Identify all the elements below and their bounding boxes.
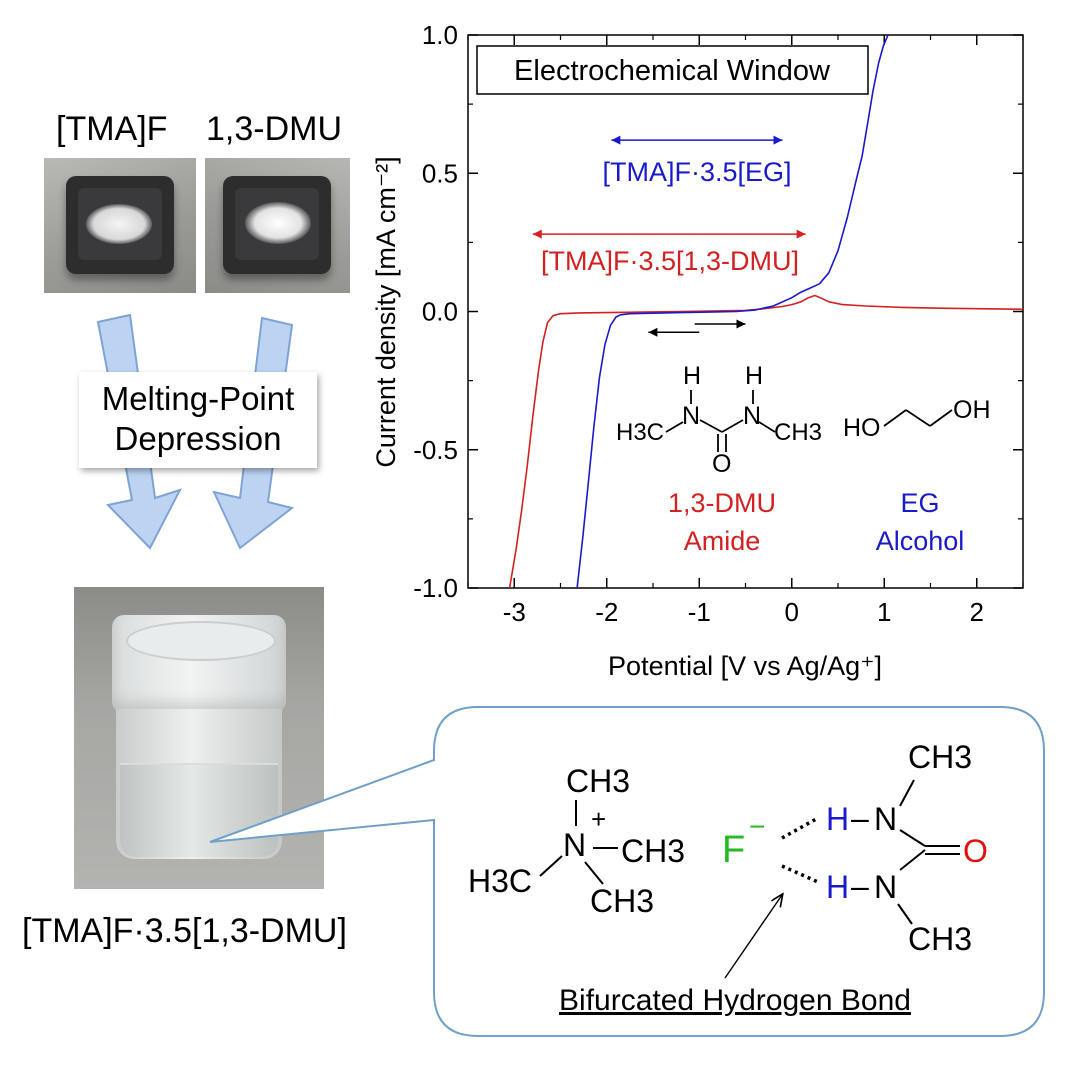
chart-title: Electrochemical Window — [514, 55, 831, 87]
window-label-eg: [TMA]F·3.5[EG] — [602, 157, 791, 187]
hb-h-bottom: H — [826, 869, 849, 905]
salt-powder — [86, 204, 152, 244]
dmu-n-left: N — [682, 402, 700, 430]
tma-ch3-bottom: CH3 — [590, 883, 654, 919]
hbond-caption: Bifurcated Hydrogen Bond — [559, 984, 911, 1017]
dmu-class: Amide — [684, 526, 761, 556]
y-tick-label: 1.0 — [422, 20, 458, 50]
hbd-label: 1,3-DMU — [206, 110, 343, 148]
product-label: [TMA]F·3.5[1,3-DMU] — [22, 912, 347, 950]
dmu-h3c: H3C — [616, 419, 664, 446]
dmu-ch3: CH3 — [774, 419, 822, 446]
window-arrow-head — [532, 229, 542, 239]
y-tick-label: 0.0 — [422, 297, 458, 327]
hb-n-bottom: N — [874, 869, 897, 905]
x-tick-label: 2 — [970, 597, 984, 627]
vial-liquid — [120, 763, 278, 857]
process-line-2: Depression — [114, 420, 282, 457]
x-tick-label: 0 — [785, 597, 799, 627]
y-tick-label: -1.0 — [413, 573, 458, 603]
x-axis-label: Potential [V vs Ag/Ag⁺] — [608, 651, 882, 681]
x-tick-label: 1 — [877, 597, 891, 627]
hb-h-top: H — [826, 801, 849, 837]
salt-photo — [44, 158, 196, 293]
tma-ch3-top: CH3 — [566, 763, 630, 799]
hbond-pointer-arrow — [724, 895, 782, 979]
y-tick-label: -0.5 — [413, 435, 458, 465]
fluoride-charge: − — [749, 811, 765, 842]
window-arrow-head — [773, 135, 783, 145]
x-tick-label: -2 — [595, 597, 618, 627]
series-line-dmu — [508, 294, 1024, 589]
callout-bubble — [209, 706, 1045, 1037]
hbd-crystals — [245, 202, 311, 244]
eg-oh: OH — [953, 396, 991, 424]
tma-n: N — [563, 827, 586, 863]
hb-dash-top: – — [851, 800, 869, 836]
hb-ch3-top: CH3 — [908, 739, 972, 775]
x-tick-label: -3 — [503, 597, 526, 627]
tma-h3c: H3C — [468, 863, 532, 899]
dmu-h-right: H — [745, 362, 763, 390]
hb-dash-bottom: – — [851, 868, 869, 904]
window-arrow-head — [796, 229, 806, 239]
hbd-photo — [205, 158, 350, 293]
hb-o: O — [963, 833, 988, 869]
y-axis-label: Current density [mA cm⁻²] — [371, 156, 401, 467]
vial-cap-top — [126, 621, 276, 661]
hb-ch3-bottom: CH3 — [908, 921, 972, 957]
hb-n-top: N — [874, 801, 897, 837]
eg-structure: HO OH — [843, 396, 991, 442]
dmu-o: O — [712, 450, 731, 478]
dmu-n-right: N — [743, 402, 761, 430]
window-arrow-head — [611, 135, 621, 145]
dmu-name: 1,3-DMU — [668, 488, 776, 518]
eg-ho: HO — [843, 414, 881, 442]
window-arrow-head — [648, 327, 658, 337]
dmu-structure: H H N N H3C CH3 O — [616, 362, 822, 478]
chart-title-box — [476, 45, 869, 95]
dmu-h-left: H — [683, 362, 701, 390]
product-photo — [74, 587, 324, 889]
tma-ch3-right: CH3 — [621, 833, 685, 869]
y-tick-label: 0.5 — [422, 158, 458, 188]
window-label-dmu: [TMA]F·3.5[1,3-DMU] — [541, 246, 799, 276]
x-tick-label: -1 — [688, 597, 711, 627]
window-arrow-head — [736, 319, 746, 329]
series-line-eg — [576, 34, 889, 589]
eg-class: Alcohol — [876, 526, 965, 556]
fluoride-symbol: F — [722, 829, 745, 871]
process-box: Melting-Point Depression — [79, 372, 317, 468]
eg-name: EG — [900, 488, 939, 518]
salt-label: [TMA]F — [56, 110, 168, 148]
tma-plus: + — [591, 804, 606, 834]
process-line-1: Melting-Point — [101, 380, 295, 417]
